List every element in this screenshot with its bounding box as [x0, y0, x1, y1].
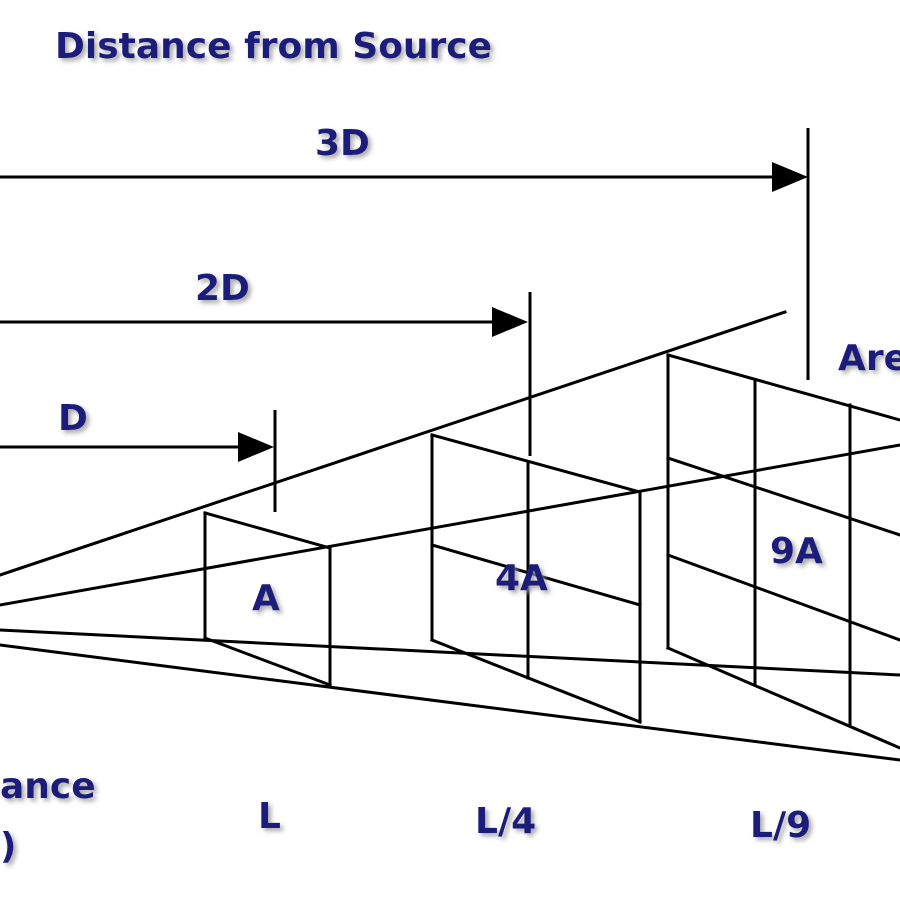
panel-9a-row-0: [666, 353, 900, 422]
ray-upper-mid: [0, 443, 900, 607]
grid-panel-9a: [666, 353, 900, 750]
ray-top: [0, 310, 787, 577]
grid-panel-4a: [430, 433, 642, 724]
arrow-2d-head: [492, 307, 528, 337]
ray-bottom: [0, 643, 900, 762]
panel-9a-row-3: [666, 646, 900, 750]
area-label-a: A: [252, 578, 280, 619]
label-3d: 3D: [315, 123, 370, 164]
dimension-2d: 2D: [0, 268, 532, 456]
panel-9a-row-2: [666, 553, 900, 642]
area-label-9a: 9A: [770, 531, 823, 572]
area-label-partial: Are: [838, 338, 900, 379]
panel-9a-row-1: [666, 456, 900, 537]
intensity-label-l4: L/4: [475, 801, 536, 842]
arrow-3d-head: [772, 162, 808, 192]
ray-lower-mid: [0, 628, 900, 677]
intensity-label-l9: L/9: [750, 805, 811, 846]
grid-panel-a: [203, 511, 332, 687]
left-label-line1: ance: [0, 766, 96, 807]
label-d: D: [58, 398, 88, 439]
panel-4a-row-2: [430, 638, 642, 724]
dimension-d: D: [0, 398, 277, 512]
panel-a-edge-top: [203, 511, 332, 550]
panel-4a-row-0: [430, 433, 642, 494]
rays: [0, 310, 900, 762]
panel-a-edge-bottom: [203, 636, 332, 687]
intensity-label-l: L: [258, 796, 281, 837]
label-2d: 2D: [195, 268, 250, 309]
arrow-d-head: [238, 432, 274, 462]
panel-4a-row-1: [430, 543, 642, 607]
left-label-line2: ): [0, 826, 16, 867]
dimension-3d: 3D: [0, 123, 810, 380]
diagram-title: Distance from Source: [55, 26, 492, 67]
area-label-4a: 4A: [495, 558, 548, 599]
